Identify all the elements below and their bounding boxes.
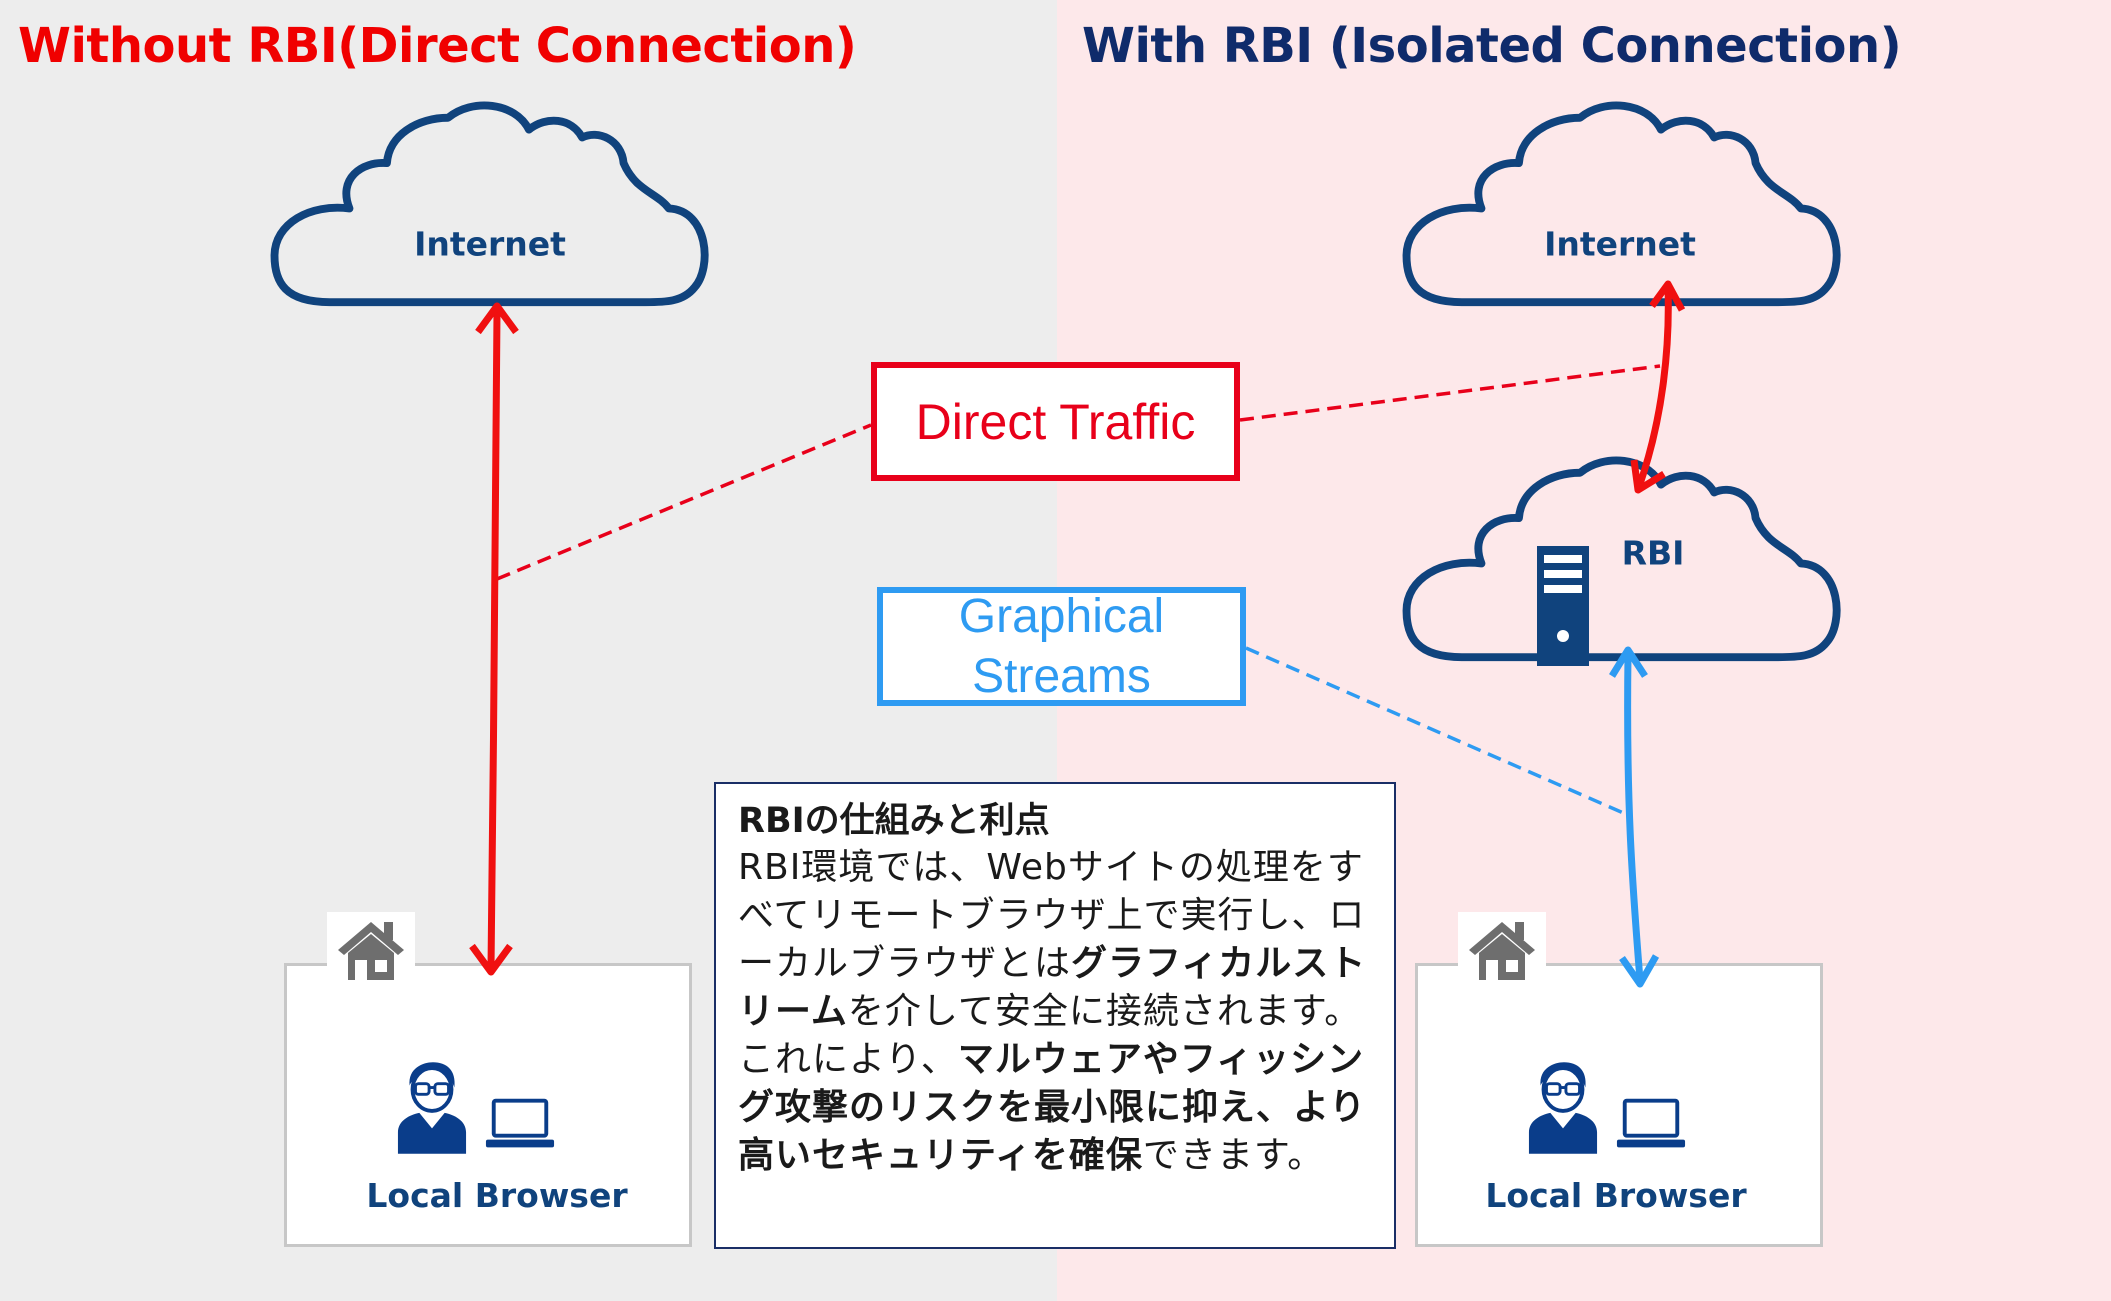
graphical-streams-line2: Streams	[972, 649, 1151, 703]
direct-traffic-leader-left	[496, 423, 872, 581]
laptop-icon-left	[484, 1098, 556, 1150]
info-text-1: RBI環境では、Webサイトの処理をすべてリモートブラウザ上で実行し、ローカルブ…	[738, 847, 1366, 984]
heading-with-rbi: With RBI (Isolated Connection)	[1082, 18, 1902, 74]
graphical-streams-line1: Graphical	[958, 589, 1165, 643]
direct-traffic-leader-right	[1239, 364, 1661, 422]
server-icon	[1537, 546, 1589, 666]
rbi-explanation-box: RBIの仕組みと利点 RBI環境では、Webサイトの処理をすべてリモートブラウザ…	[714, 782, 1396, 1249]
info-text-2: を介して安全に接続されます。これにより、	[738, 991, 1362, 1080]
house-icon-left	[338, 922, 404, 980]
info-text-3: できます。	[1142, 1135, 1325, 1176]
direct-traffic-label: Direct Traffic	[915, 393, 1196, 450]
info-bold-2: マルウェアやフィッシング攻撃のリスクを最小限に抑え、より高いセキュリティを確保	[738, 1039, 1367, 1176]
local-browser-label-left: Local Browser	[366, 1176, 628, 1215]
info-body: RBI環境では、Webサイトの処理をすべてリモートブラウザ上で実行し、ローカルブ…	[738, 844, 1378, 1180]
graphical-stream-arrow	[1609, 646, 1660, 988]
local-browser-label-right: Local Browser	[1485, 1176, 1747, 1215]
rbi-label: RBI	[1621, 533, 1685, 573]
house-icon-right	[1469, 922, 1535, 980]
laptop-icon-right	[1615, 1098, 1687, 1150]
local-browser-box-left	[284, 963, 692, 1247]
rbi-internet-arrow	[1630, 280, 1686, 494]
direct-traffic-callout: Direct Traffic	[871, 362, 1240, 481]
person-icon-left	[396, 1060, 468, 1154]
internet-label-right: Internet	[1544, 224, 1696, 264]
internet-cloud-left-icon	[275, 105, 705, 302]
direct-connection-arrow	[469, 302, 519, 976]
heading-without-rbi: Without RBI(Direct Connection)	[18, 18, 857, 74]
info-bold-1: グラフィカルストリーム	[738, 943, 1367, 1032]
graphical-streams-callout: Graphical Streams	[877, 587, 1246, 706]
graphical-streams-leader	[1245, 646, 1629, 817]
internet-cloud-right-icon	[1407, 105, 1837, 302]
person-icon-right	[1527, 1060, 1599, 1154]
internet-label-left: Internet	[414, 224, 566, 264]
info-title: RBIの仕組みと利点	[738, 801, 1050, 841]
local-browser-box-right	[1415, 963, 1823, 1247]
